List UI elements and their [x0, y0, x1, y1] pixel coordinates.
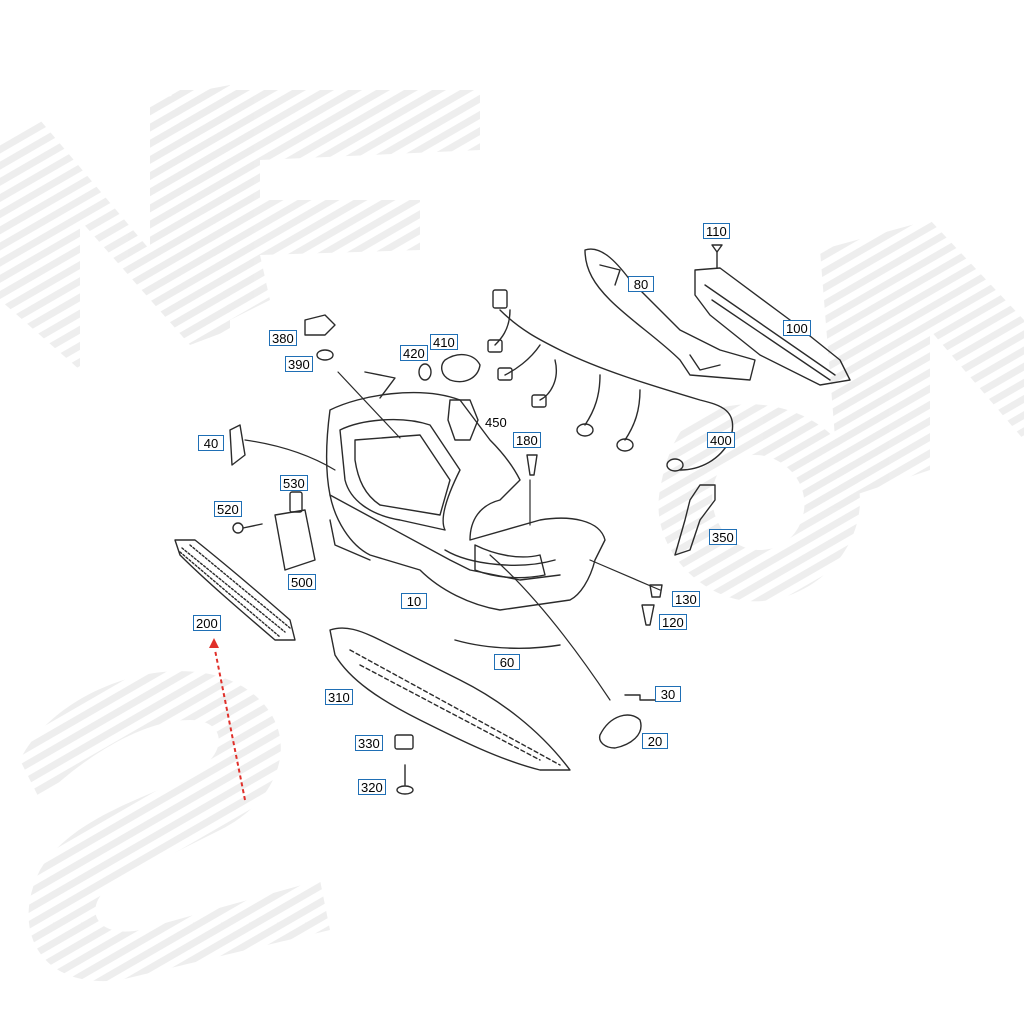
callout-40: 40 — [198, 435, 224, 451]
callout-30: 30 — [655, 686, 681, 702]
callout-310: 310 — [325, 689, 353, 705]
bumper-cover — [325, 371, 606, 611]
callout-120: 120 — [659, 614, 687, 630]
underbody-guard-310 — [329, 627, 571, 771]
plate-holder-500 — [274, 509, 316, 571]
wiring-harness — [487, 289, 734, 472]
callout-450: 450 — [485, 415, 507, 430]
screw-130 — [649, 584, 663, 598]
clip-530 — [289, 491, 303, 513]
callout-410: 410 — [430, 334, 458, 350]
callout-20: 20 — [642, 733, 668, 749]
callout-320: 320 — [358, 779, 386, 795]
trim-40 — [229, 424, 246, 466]
watermark — [0, 85, 1024, 982]
callout-180: 180 — [513, 432, 541, 448]
tow-hook-cap-20 — [598, 714, 642, 749]
callout-60: 60 — [494, 654, 520, 670]
screw-120 — [641, 604, 655, 626]
leader-lines — [244, 371, 661, 701]
callout-420: 420 — [400, 345, 428, 361]
highlight-arrow — [209, 638, 246, 801]
bracket-left — [584, 248, 756, 381]
callout-500: 500 — [288, 574, 316, 590]
screw-320 — [396, 764, 414, 795]
screw-110 — [711, 244, 723, 269]
clip-330 — [394, 734, 414, 750]
grille-200 — [174, 539, 296, 641]
callout-100: 100 — [783, 320, 811, 336]
screw-520 — [232, 522, 263, 534]
bracket-30 — [624, 694, 656, 701]
callout-80: 80 — [628, 276, 654, 292]
parts-lines — [174, 244, 851, 795]
parking-sensors — [418, 353, 481, 441]
callout-400: 400 — [707, 432, 735, 448]
callout-350: 350 — [709, 529, 737, 545]
impact-absorber — [694, 267, 851, 386]
trim-strip-60 — [454, 639, 561, 649]
callout-200: 200 — [193, 615, 221, 631]
emblem — [304, 314, 336, 361]
callout-390: 390 — [285, 356, 313, 372]
callout-110: 110 — [703, 223, 730, 239]
callout-330: 330 — [355, 735, 383, 751]
callout-520: 520 — [214, 501, 242, 517]
callout-130: 130 — [672, 591, 700, 607]
callout-10: 10 — [401, 593, 427, 609]
callout-380: 380 — [269, 330, 297, 346]
screw-180 — [526, 454, 538, 476]
holder-350 — [674, 484, 716, 556]
callout-530: 530 — [280, 475, 308, 491]
